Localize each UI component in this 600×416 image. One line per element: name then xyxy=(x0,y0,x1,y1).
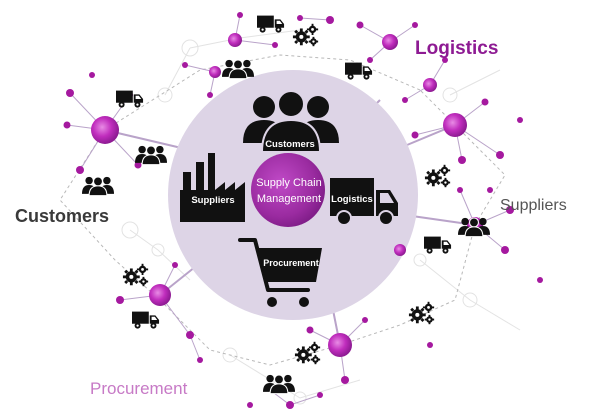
people-icon xyxy=(458,217,490,237)
truck-icon xyxy=(132,311,160,329)
inner-procurement-label: Procurement xyxy=(263,258,319,268)
supply-chain-circle xyxy=(251,153,325,227)
center-line2: Management xyxy=(257,193,321,205)
shopping-cart-icon xyxy=(238,238,322,307)
gears-icon xyxy=(408,301,435,325)
procurement-label: Procurement xyxy=(90,379,188,398)
truck-icon xyxy=(424,236,452,254)
suppliers-label: Suppliers xyxy=(500,197,567,214)
gears-icon xyxy=(292,23,319,47)
people-icon xyxy=(82,176,114,196)
customers-label: Customers xyxy=(15,206,109,226)
gears-icon xyxy=(122,263,149,287)
truck-icon xyxy=(257,15,285,33)
small-nodes xyxy=(63,12,543,409)
truck-icon xyxy=(116,90,144,108)
truck-icon xyxy=(345,62,373,80)
inner-logistics-label: Logistics xyxy=(331,194,373,205)
people-icon xyxy=(263,374,295,394)
gears-icon xyxy=(294,341,321,365)
inner-customers-label: Customers xyxy=(265,139,315,150)
gears-icon xyxy=(424,164,451,188)
inner-truck-icon xyxy=(330,178,398,226)
inner-suppliers-label: Suppliers xyxy=(191,195,234,206)
inner-customers-icon xyxy=(243,90,339,153)
people-icon xyxy=(135,145,167,165)
logistics-label: Logistics xyxy=(415,38,498,59)
factory-icon xyxy=(180,153,245,222)
people-icon xyxy=(222,59,254,79)
center-line1: Supply Chain xyxy=(256,177,321,189)
